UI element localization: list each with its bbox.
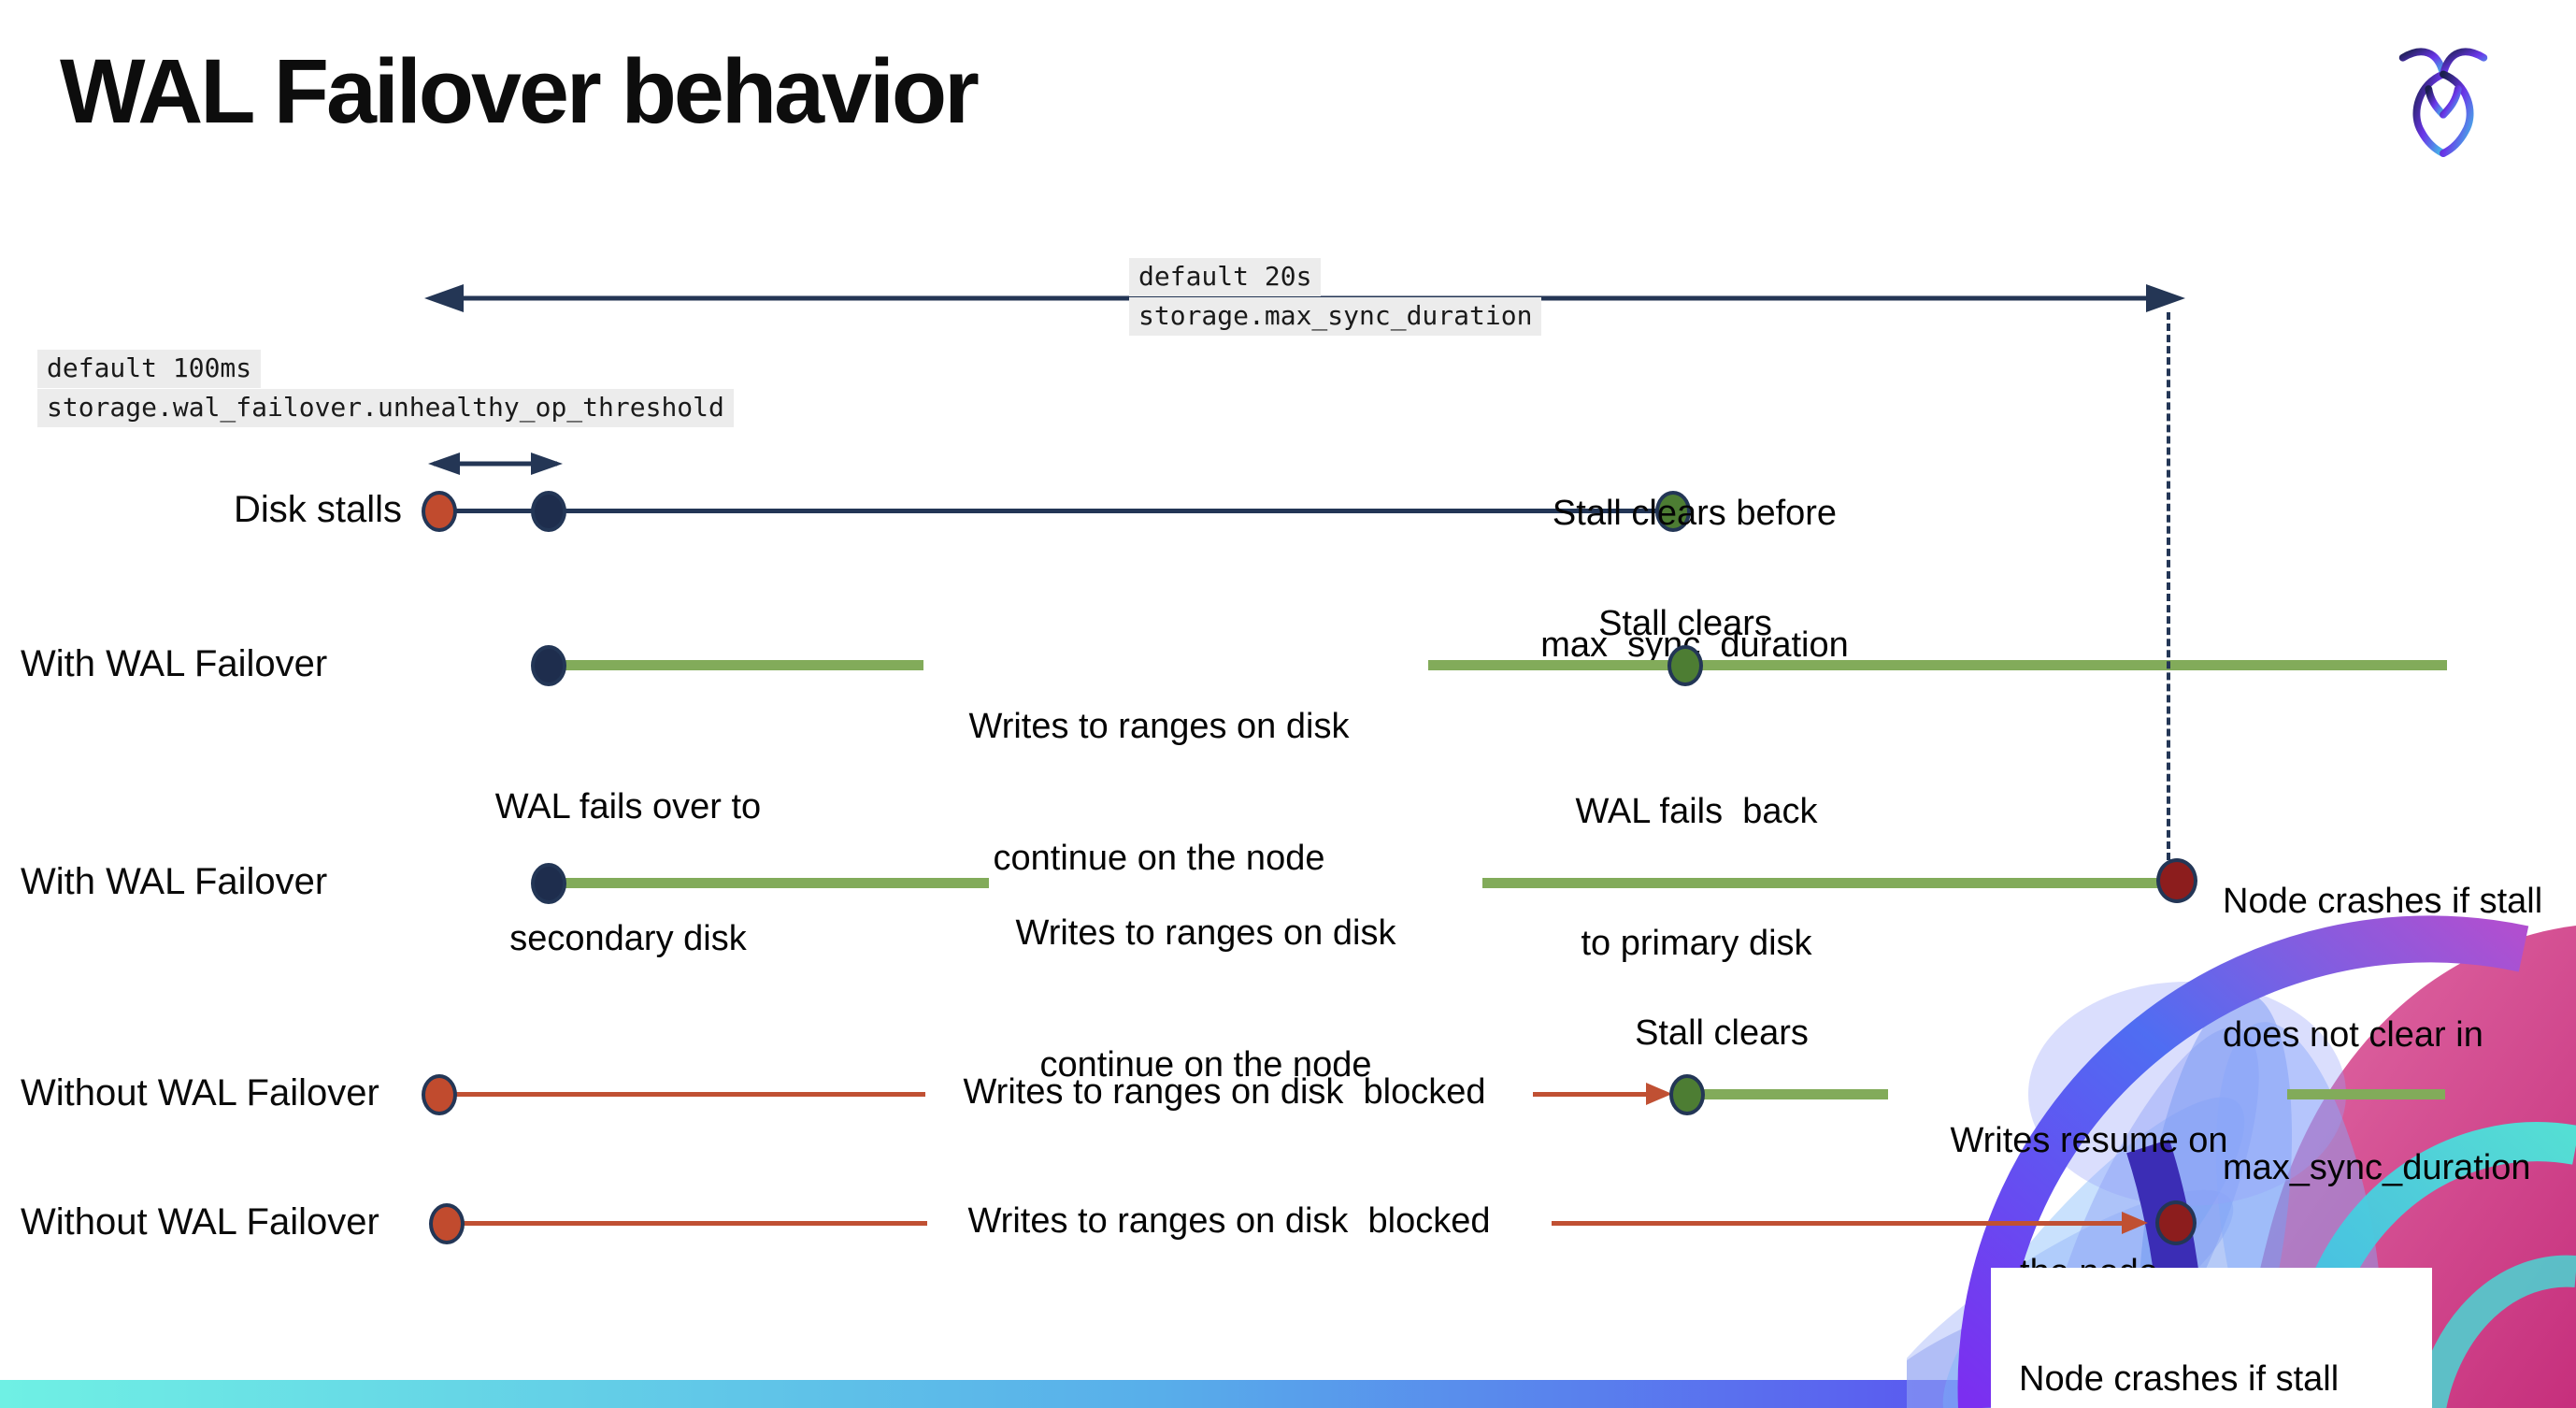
row-label-with-wal-failover-1: With WAL Failover: [21, 643, 328, 684]
note-node-crashes-row5: Node crashes if stall does not clear in …: [2019, 1359, 2340, 1399]
writes-continue-line-d: [1482, 878, 2161, 888]
threshold-span-arrow: [428, 453, 563, 475]
disk-stall-timeline: [439, 509, 1673, 513]
note-writes-blocked-row5: Writes to ranges on disk blocked: [967, 1201, 1491, 1241]
threshold-setting-label: storage.wal_failover.unhealthy_op_thresh…: [37, 389, 734, 427]
failover-dot-row3: [531, 863, 566, 904]
note-wal-fails-back: WAL fails back to primary disk: [1575, 792, 1818, 963]
max-sync-setting-label: storage.max_sync_duration: [1129, 297, 1542, 336]
writes-blocked-line-a: [455, 1092, 925, 1097]
threshold-reached-dot: [531, 491, 566, 532]
row-label-without-wal-failover-2: Without WAL Failover: [21, 1201, 379, 1243]
writes-resume-line-a: [1703, 1089, 1888, 1099]
note-stall-clears-row4: Stall clears: [1635, 1013, 1809, 1053]
red-arrowhead-icon: [1646, 1083, 1672, 1105]
note-stall-clears-row2: Stall clears: [1598, 604, 1772, 643]
disk-stall-dot-row4: [422, 1074, 457, 1115]
writes-continue-line-c: [559, 878, 989, 888]
writes-blocked-line-d: [1552, 1221, 2125, 1226]
page-title: WAL Failover behavior: [60, 40, 980, 142]
writes-resume-line-b: [2287, 1089, 2445, 1099]
stall-clears-dot-row2: [1667, 645, 1703, 686]
note-node-crashes-row3: Node crashes if stall does not clear in …: [2223, 882, 2543, 1187]
writes-blocked-line-c: [463, 1221, 927, 1226]
row-label-without-wal-failover-1: Without WAL Failover: [21, 1072, 379, 1113]
node-crash-dot-row3: [2156, 858, 2197, 903]
cockroach-labs-logo-icon: [2398, 48, 2488, 157]
row-label-disk-stalls: Disk stalls: [233, 489, 402, 530]
red-arrowhead-icon: [2122, 1212, 2148, 1234]
writes-continue-line-a: [559, 660, 923, 670]
disk-stall-start-dot: [422, 491, 457, 532]
max-sync-deadline-dashed-line: [2167, 312, 2170, 860]
note-writes-continue-row2: Writes to ranges on disk continue on the…: [968, 707, 1350, 878]
row-label-with-wal-failover-2: With WAL Failover: [21, 861, 328, 902]
arrowhead-left-icon: [428, 453, 460, 475]
note-writes-continue-row3: Writes to ranges on disk continue on the…: [1015, 913, 1396, 1085]
disk-stall-dot-row5: [429, 1203, 465, 1244]
stall-clears-dot-row1: [1655, 491, 1691, 532]
arrowhead-right-icon: [2146, 284, 2185, 312]
threshold-default-label: default 100ms: [37, 350, 262, 388]
stall-clears-dot-row4: [1669, 1074, 1705, 1115]
max-sync-default-label: default 20s: [1129, 258, 1322, 296]
note-writes-blocked-row4: Writes to ranges on disk blocked: [963, 1072, 1486, 1112]
failover-dot-row2: [531, 645, 566, 686]
writes-continue-line-b: [1428, 660, 2447, 670]
note-wal-fails-over: WAL fails over to secondary disk: [494, 787, 762, 958]
arrowhead-left-icon: [424, 284, 464, 312]
teal-arch-leg-shape: [2414, 1255, 2576, 1408]
arrowhead-right-icon: [531, 453, 563, 475]
writes-blocked-line-b: [1533, 1092, 1650, 1097]
node-crash-dot-row5: [2155, 1200, 2197, 1245]
node-crashes-callout-box: [1991, 1268, 2432, 1408]
